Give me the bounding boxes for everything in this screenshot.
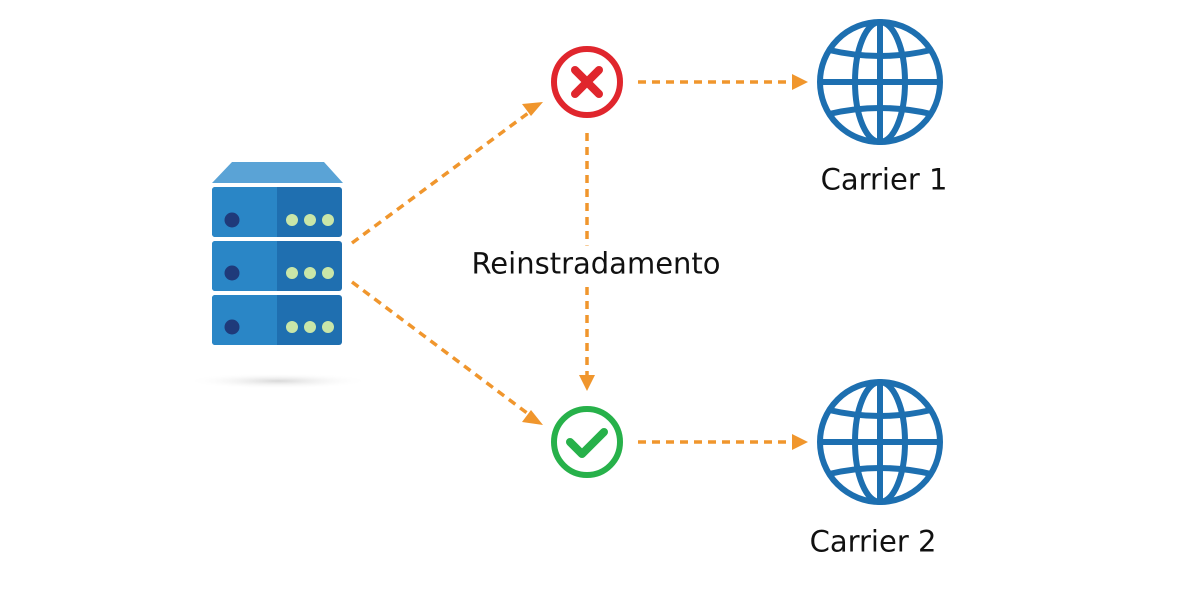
arrowhead-fail xyxy=(522,102,543,116)
server-unit-1 xyxy=(212,187,342,237)
arrowhead-carrier1 xyxy=(792,74,808,90)
arrowhead-reroute xyxy=(579,375,595,391)
arrow-server-to-fail xyxy=(350,109,533,245)
check-icon xyxy=(551,406,623,478)
server-unit-2 xyxy=(212,241,342,291)
reroute-label: Reinstradamento xyxy=(469,245,723,283)
arrowhead-carrier2 xyxy=(792,434,808,450)
globe-icon xyxy=(817,19,943,145)
server-unit-3 xyxy=(212,295,342,345)
carrier-1-label: Carrier 1 xyxy=(820,162,948,197)
arrow-server-to-ok xyxy=(350,280,533,418)
arrowhead-ok xyxy=(522,410,543,425)
carrier-2-label: Carrier 2 xyxy=(809,524,937,559)
error-x-icon xyxy=(551,46,623,118)
server-rack-icon xyxy=(186,162,370,389)
globe-icon xyxy=(817,379,943,505)
